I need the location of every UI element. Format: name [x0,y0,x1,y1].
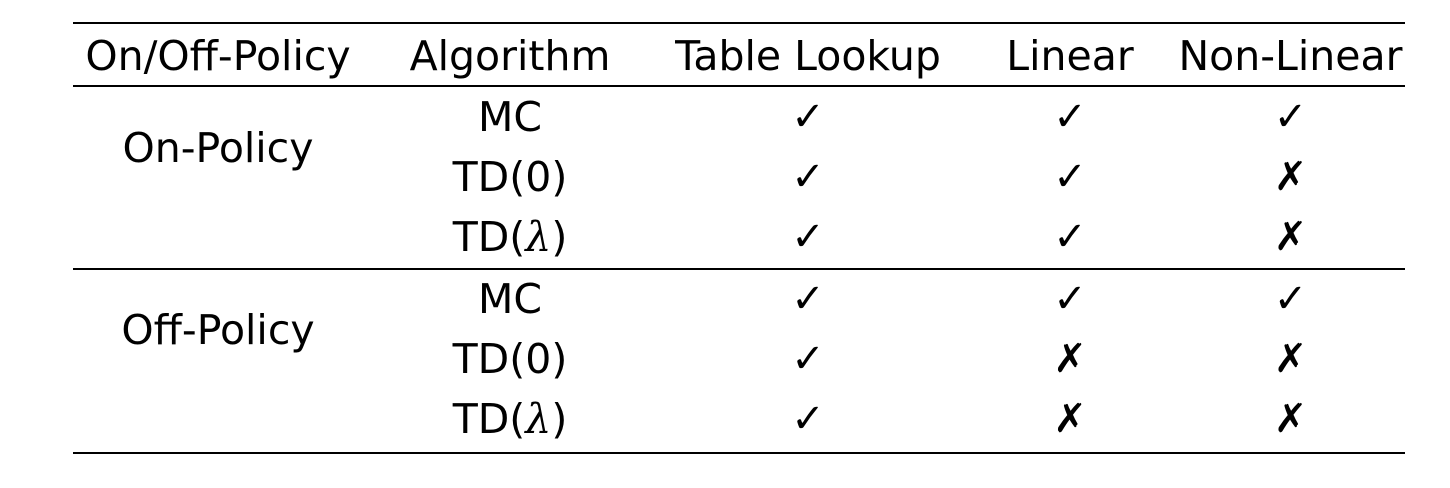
linear-mark: ✓ [1053,94,1087,140]
linear-mark: ✗ [1053,336,1087,382]
header-table-lookup: Table Lookup [675,32,941,80]
non-linear-mark: ✗ [1273,154,1308,200]
non-linear-mark: ✓ [1273,94,1308,140]
algorithm-cell: TD(λ) [452,213,568,261]
convergence-table: On/Off-Policy Algorithm Table Lookup Lin… [73,22,1405,454]
table-lookup-mark: ✓ [791,214,825,260]
non-linear-mark: ✓ [1273,276,1308,322]
algorithm-cell: MC [477,93,542,141]
algorithm-cell: MC [477,275,542,323]
header-algorithm: Algorithm [409,32,611,80]
algorithm-cell: TD(0) [452,335,568,383]
table-lookup-mark: ✓ [791,396,825,442]
group-label-off-policy: Off-Policy [121,306,315,354]
non-linear-mark: ✗ [1273,336,1308,382]
non-linear-mark: ✗ [1273,396,1308,442]
linear-mark: ✗ [1053,396,1087,442]
header-linear: Linear [1006,32,1134,80]
table-lookup-mark: ✓ [791,154,825,200]
table-bottom-rule [73,452,1405,454]
table-lookup-mark: ✓ [791,336,825,382]
linear-mark: ✓ [1053,276,1087,322]
table-group-rule [73,268,1405,270]
linear-mark: ✓ [1053,154,1087,200]
group-label-on-policy: On-Policy [122,124,314,172]
table-lookup-mark: ✓ [791,276,825,322]
non-linear-mark: ✗ [1273,214,1308,260]
header-non-linear: Non-Linear [1178,32,1403,80]
algorithm-cell: TD(0) [452,153,568,201]
header-on-off-policy: On/Off-Policy [85,32,351,80]
linear-mark: ✓ [1053,214,1087,260]
table-lookup-mark: ✓ [791,94,825,140]
table-header-rule [73,85,1405,87]
table-top-rule [73,22,1405,24]
algorithm-cell: TD(λ) [452,395,568,443]
